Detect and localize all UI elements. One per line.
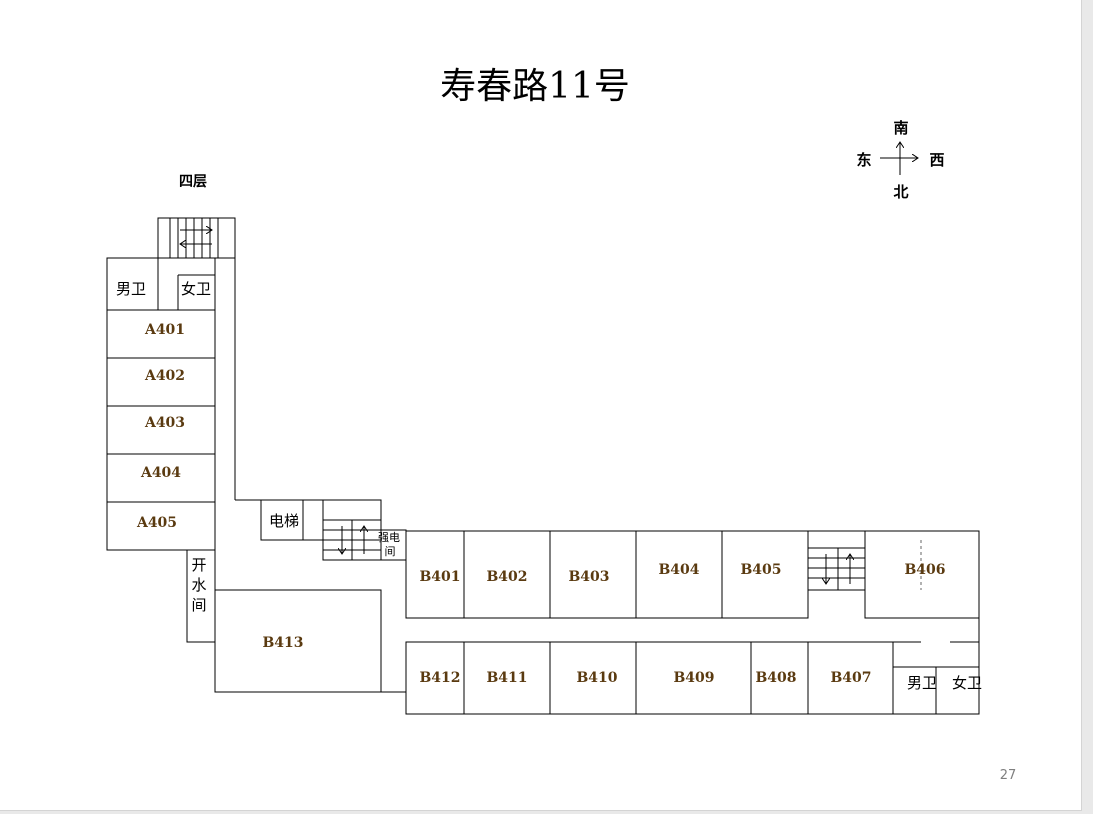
page-number: 27	[1000, 768, 1017, 783]
compass-top: 南	[893, 119, 908, 137]
room-b402[interactable]	[463, 530, 551, 619]
room-a402[interactable]	[106, 357, 216, 407]
compass-left: 东	[856, 151, 871, 169]
room-b401[interactable]	[405, 530, 465, 619]
floor-label: 四层	[179, 174, 207, 190]
corridor	[234, 218, 261, 501]
room-label: B412	[419, 670, 460, 686]
compass: 南 北 东 西	[856, 119, 944, 201]
corridor-b	[381, 618, 980, 693]
water-room-char-2: 水	[191, 576, 206, 594]
room-label: B401	[419, 569, 460, 585]
room-label: A401	[144, 322, 185, 338]
water-room-char-3: 间	[191, 596, 206, 614]
water-room-char-1: 开	[191, 556, 206, 574]
electric-room-label-1: 强电	[378, 531, 400, 544]
room-b403[interactable]	[549, 530, 637, 619]
room-b405[interactable]	[721, 530, 809, 619]
electric-room-label-2: 间	[385, 545, 396, 558]
slide-shadow-bottom	[0, 811, 1093, 814]
stair-c	[807, 530, 866, 591]
room-label: B407	[830, 670, 871, 686]
restroom-men-b: 男卫	[907, 674, 937, 692]
room-b409[interactable]	[635, 641, 752, 715]
elevator-block: 电梯	[260, 499, 324, 541]
restroom-women-a: 女卫	[181, 280, 211, 298]
room-label: B410	[576, 670, 617, 686]
room-b413[interactable]	[214, 589, 382, 693]
room-label: A403	[144, 415, 185, 431]
room-b406[interactable]	[864, 530, 980, 619]
room-label: B403	[568, 569, 609, 585]
water-room	[186, 549, 216, 643]
wing-b-north: B412 B411 B410 B409 B408 B407	[405, 641, 894, 715]
restroom-block-b: 男卫 女卫	[892, 641, 982, 715]
stair-a	[157, 217, 236, 259]
stair-b	[322, 499, 382, 561]
room-label: B409	[673, 670, 714, 686]
page-title: 寿春路11号	[440, 66, 630, 107]
room-b404[interactable]	[635, 530, 723, 619]
room-label: B404	[658, 562, 699, 578]
wing-b-south: B401 B402 B403 B404 B405 B406	[405, 530, 980, 619]
elevator-label: 电梯	[269, 512, 299, 530]
restroom-men-a: 男卫	[116, 280, 146, 298]
room-b411[interactable]	[463, 641, 551, 715]
room-label: A402	[144, 368, 185, 384]
room-label: B413	[262, 635, 303, 651]
room-label: B402	[486, 569, 527, 585]
compass-bottom: 北	[893, 183, 908, 201]
room-b412[interactable]	[405, 641, 465, 715]
restroom-women-b: 女卫	[952, 674, 982, 692]
room-label: A404	[140, 465, 181, 481]
room-a401[interactable]	[106, 309, 216, 359]
slide-shadow-right	[1082, 0, 1093, 814]
room-a403[interactable]	[106, 405, 216, 455]
compass-right: 西	[929, 151, 944, 169]
electric-room	[380, 529, 407, 561]
room-a405[interactable]	[106, 501, 216, 551]
room-label: B405	[740, 562, 781, 578]
restroom-block-a	[106, 257, 216, 311]
room-label: B408	[755, 670, 796, 686]
wing-a-rooms: A401 A402 A403 A404 A405	[106, 309, 216, 551]
room-label: B406	[904, 562, 945, 578]
room-label: B411	[486, 670, 527, 686]
room-a404[interactable]	[106, 453, 216, 503]
room-label: A405	[136, 515, 177, 531]
